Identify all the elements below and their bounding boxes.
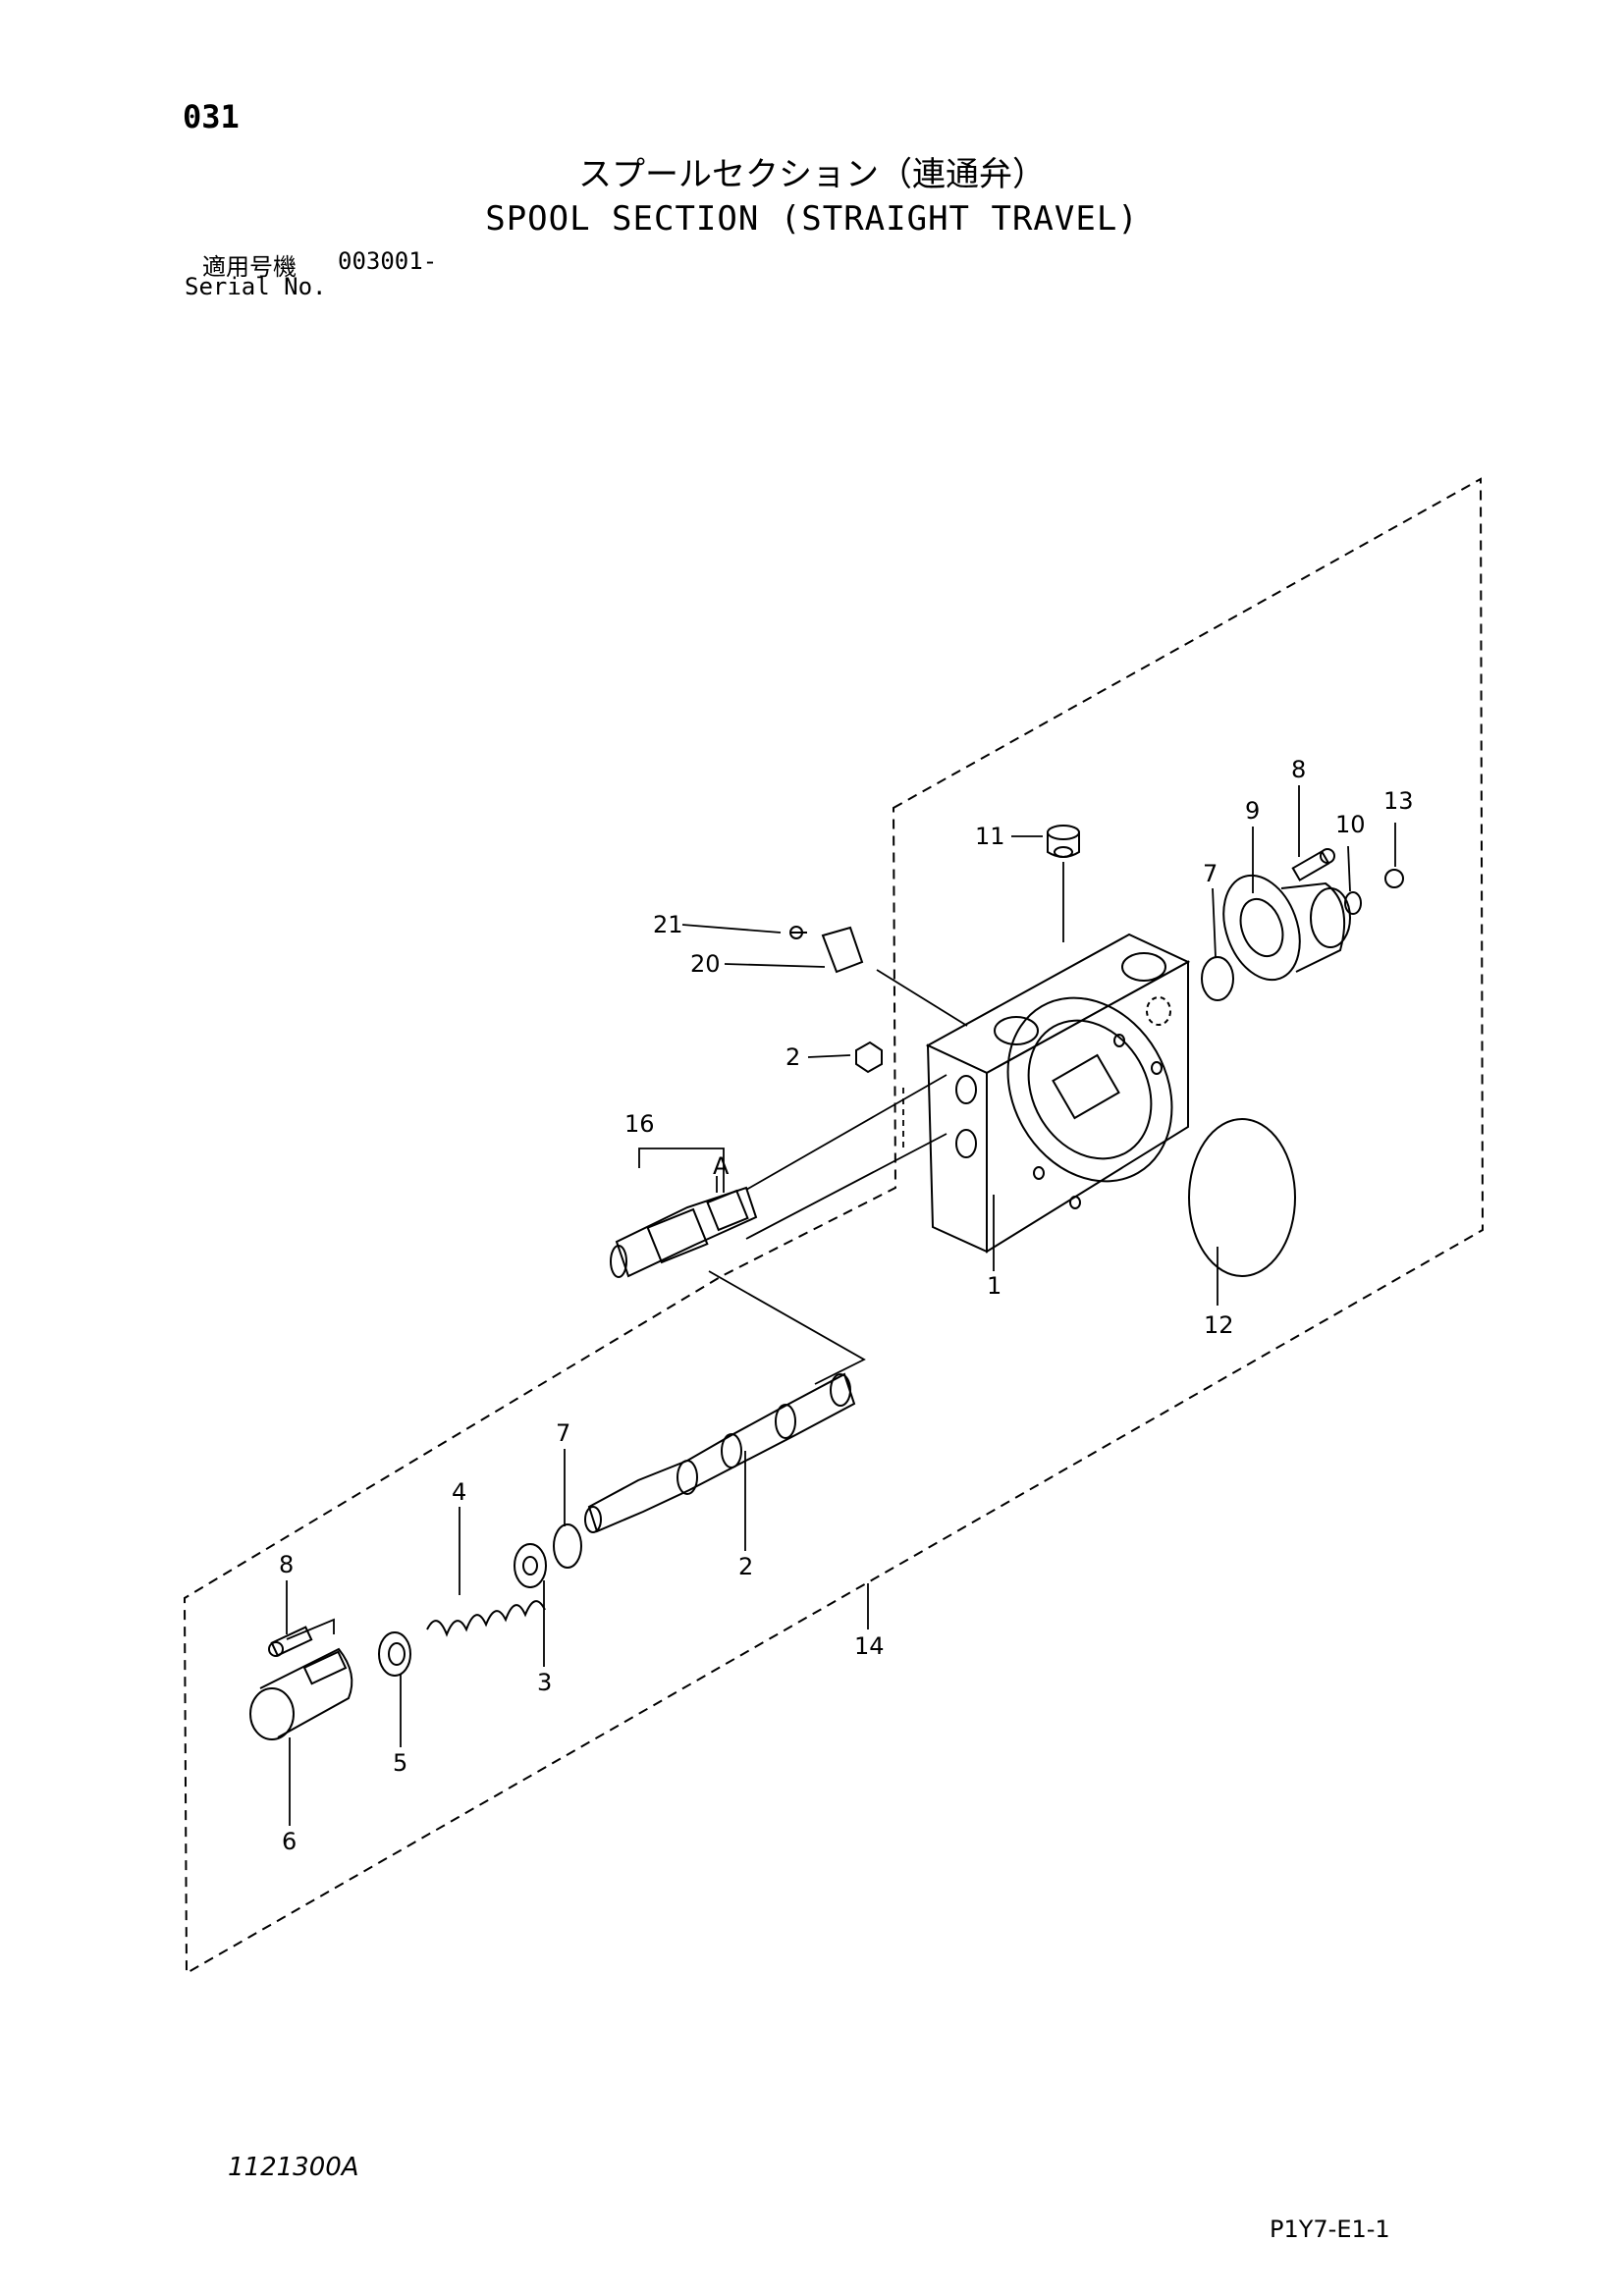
callout-21: 21 [653, 911, 683, 938]
drawing-code: 1121300A [228, 2153, 359, 2182]
retainer-ring-part [378, 1631, 411, 1677]
bolt-part [1291, 848, 1335, 881]
washer-part [1384, 869, 1404, 888]
callout-A: A [713, 1152, 730, 1180]
plate-part [821, 926, 864, 974]
bolt-part [268, 1626, 313, 1657]
callout-10: 10 [1335, 811, 1366, 838]
relief-valve-part [610, 1186, 758, 1278]
callout-8: 8 [1291, 756, 1306, 783]
callout-2: 2 [785, 1043, 800, 1071]
spring-part [426, 1600, 546, 1637]
screw-part [789, 926, 807, 939]
large-o-ring-part [1188, 1118, 1296, 1277]
spring-seat-part [514, 1543, 547, 1588]
callout-8: 8 [279, 1551, 294, 1578]
callout-9: 9 [1245, 797, 1260, 825]
callout-14: 14 [854, 1632, 885, 1660]
callout-7: 7 [1203, 860, 1218, 887]
serial-number-value: 003001- [338, 247, 438, 275]
callout-1: 1 [987, 1272, 1001, 1300]
callout-12: 12 [1204, 1311, 1234, 1339]
spool-part [584, 1372, 856, 1533]
o-ring-part [553, 1523, 582, 1569]
valve-body-part [925, 933, 1191, 1254]
page-title-english: SPOOL SECTION (STRAIGHT TRAVEL) [485, 199, 1139, 239]
page-reference: P1Y7-E1-1 [1270, 2216, 1390, 2243]
callout-6: 6 [282, 1828, 297, 1855]
nut-part [855, 1041, 883, 1074]
callout-2: 2 [738, 1553, 753, 1580]
callout-11: 11 [975, 823, 1005, 850]
callout-4: 4 [452, 1478, 466, 1506]
callout-13: 13 [1383, 787, 1414, 815]
lower-cap-part [249, 1647, 353, 1740]
serial-label-english: Serial No. [185, 273, 327, 300]
page-number: 031 [183, 98, 240, 135]
end-cap-part [1222, 874, 1351, 982]
washer-part [1344, 891, 1362, 915]
callout-20: 20 [690, 950, 721, 978]
callout-5: 5 [393, 1749, 407, 1777]
page-title-japanese: スプールセクション（連通弁） [578, 155, 1046, 194]
plug-part [1047, 825, 1080, 858]
callout-16: 16 [624, 1110, 655, 1138]
serial-label-japanese: 適用号機 [202, 253, 297, 281]
callout-3: 3 [537, 1669, 552, 1696]
callout-7: 7 [556, 1419, 570, 1447]
o-ring-part [1201, 956, 1234, 1001]
assembly-boundary-dashed [183, 477, 1485, 1975]
